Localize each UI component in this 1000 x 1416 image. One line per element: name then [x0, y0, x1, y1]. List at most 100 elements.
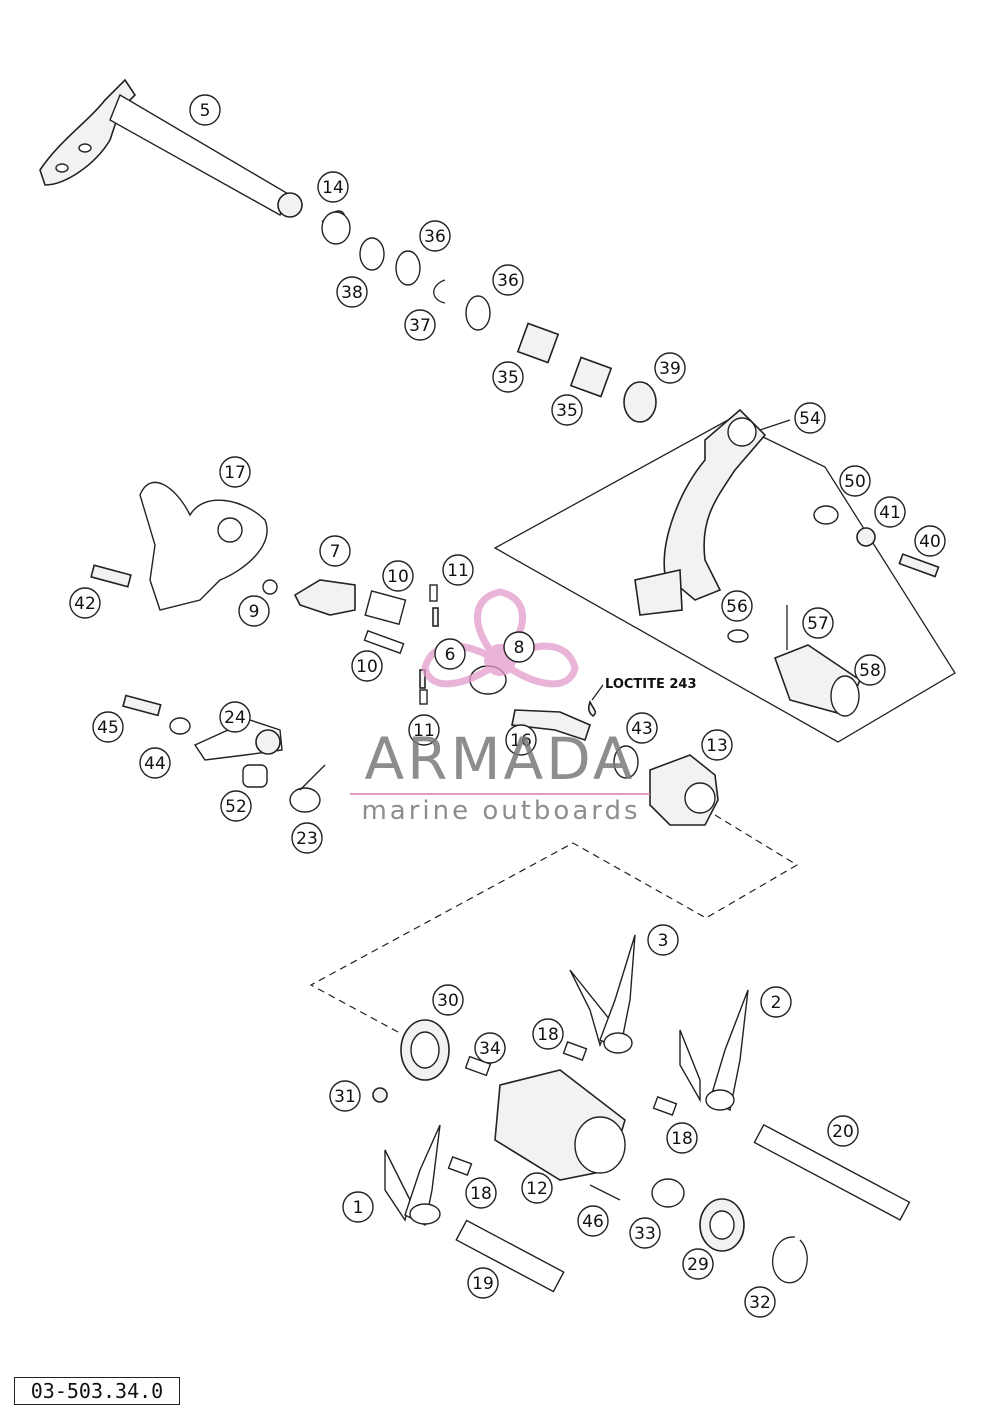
needle-bearing-35a — [516, 322, 560, 364]
washer-38 — [359, 237, 385, 271]
callout-number: 18 — [537, 1025, 559, 1045]
callout-number: 10 — [387, 567, 409, 587]
kick-foot-58 — [773, 644, 861, 717]
watermark-subtitle: marine outboards — [361, 796, 641, 826]
spring-14 — [321, 210, 351, 245]
callout-circle — [467, 1267, 499, 1299]
watermark-divider — [350, 793, 650, 795]
bolt-42 — [90, 564, 132, 588]
callout-circle — [319, 535, 351, 567]
callout-7: 7 — [319, 535, 351, 567]
shift-fork-3 — [569, 934, 636, 1054]
callout-57: 57 — [802, 607, 834, 639]
pin-34 — [464, 1055, 492, 1077]
callout-circle — [914, 525, 946, 557]
callout-circle — [382, 560, 414, 592]
shift-pawl-7 — [293, 579, 356, 616]
circlip-32 — [772, 1236, 808, 1284]
callout-circle — [521, 1172, 553, 1204]
callout-number: 52 — [225, 797, 247, 817]
callout-10: 10 — [382, 560, 414, 592]
callout-circle — [92, 711, 124, 743]
callout-18: 18 — [465, 1177, 497, 1209]
shift-drum-12 — [494, 1069, 626, 1181]
callout-number: 41 — [879, 503, 901, 523]
callout-circle — [317, 171, 349, 203]
callout-circle — [351, 650, 383, 682]
needle-bearing-35b — [569, 356, 613, 398]
shift-fork-1 — [384, 1124, 441, 1227]
callout-circle — [532, 1018, 564, 1050]
callout-41: 41 — [874, 496, 906, 528]
callout-23: 23 — [291, 822, 323, 854]
callout-circle — [336, 276, 368, 308]
callout-circle — [647, 924, 679, 956]
callout-35: 35 — [551, 394, 583, 426]
callout-number: 29 — [687, 1255, 709, 1275]
pin-11a — [429, 584, 438, 602]
callout-number: 18 — [470, 1184, 492, 1204]
callout-29: 29 — [682, 1248, 714, 1280]
pin-46 — [589, 1184, 621, 1201]
callout-number: 39 — [659, 359, 681, 379]
callout-circle — [492, 361, 524, 393]
callout-circle — [219, 456, 251, 488]
callout-circle — [629, 1217, 661, 1249]
washer-50 — [813, 505, 839, 525]
callout-number: 58 — [859, 661, 881, 681]
dashed-leader-top — [309, 814, 799, 1033]
callout-37: 37 — [404, 309, 436, 341]
callout-19: 19 — [467, 1267, 499, 1299]
callout-31: 31 — [329, 1080, 361, 1112]
callout-54: 54 — [794, 402, 826, 434]
callout-38: 38 — [336, 276, 368, 308]
shift-plate-17 — [139, 481, 268, 611]
callout-34: 34 — [474, 1032, 506, 1064]
callout-20: 20 — [827, 1115, 859, 1147]
callout-14: 14 — [317, 171, 349, 203]
callout-number: 17 — [224, 463, 246, 483]
callout-number: 18 — [671, 1129, 693, 1149]
callout-16: 16 — [505, 724, 537, 756]
spring-6a — [432, 607, 439, 627]
callout-18: 18 — [532, 1018, 564, 1050]
callout-number: 12 — [526, 1179, 548, 1199]
callout-number: 3 — [658, 931, 669, 951]
callout-number: 23 — [296, 829, 318, 849]
callout-circle — [465, 1177, 497, 1209]
callout-6: 6 — [434, 638, 466, 670]
callout-1: 1 — [342, 1191, 374, 1223]
callout-number: 8 — [514, 638, 525, 658]
loctite-note: LOCTITE 243 — [605, 677, 697, 692]
callout-number: 43 — [631, 719, 653, 739]
shaft-20 — [753, 1123, 911, 1221]
circlip-37 — [433, 279, 446, 304]
callout-number: 6 — [445, 645, 456, 665]
callout-8: 8 — [503, 631, 535, 663]
callout-18: 18 — [666, 1122, 698, 1154]
callout-30: 30 — [432, 984, 464, 1016]
callout-circle — [434, 638, 466, 670]
callout-number: 36 — [424, 227, 446, 247]
callout-number: 7 — [330, 542, 341, 562]
callout-circle — [721, 590, 753, 622]
callout-number: 32 — [749, 1293, 771, 1313]
callout-number: 30 — [437, 991, 459, 1011]
callout-circle — [854, 654, 886, 686]
callout-circle — [760, 986, 792, 1018]
callout-number: 46 — [582, 1212, 604, 1232]
callout-circle — [626, 712, 658, 744]
callout-number: 16 — [510, 731, 532, 751]
callout-circle — [442, 554, 474, 586]
callout-3: 3 — [647, 924, 679, 956]
callout-17: 17 — [219, 456, 251, 488]
callout-10: 10 — [351, 650, 383, 682]
callout-circle — [666, 1122, 698, 1154]
callout-circle — [874, 496, 906, 528]
callout-number: 24 — [224, 708, 246, 728]
callout-circle — [701, 729, 733, 761]
callout-number: 31 — [334, 1087, 356, 1107]
callout-circle — [503, 631, 535, 663]
